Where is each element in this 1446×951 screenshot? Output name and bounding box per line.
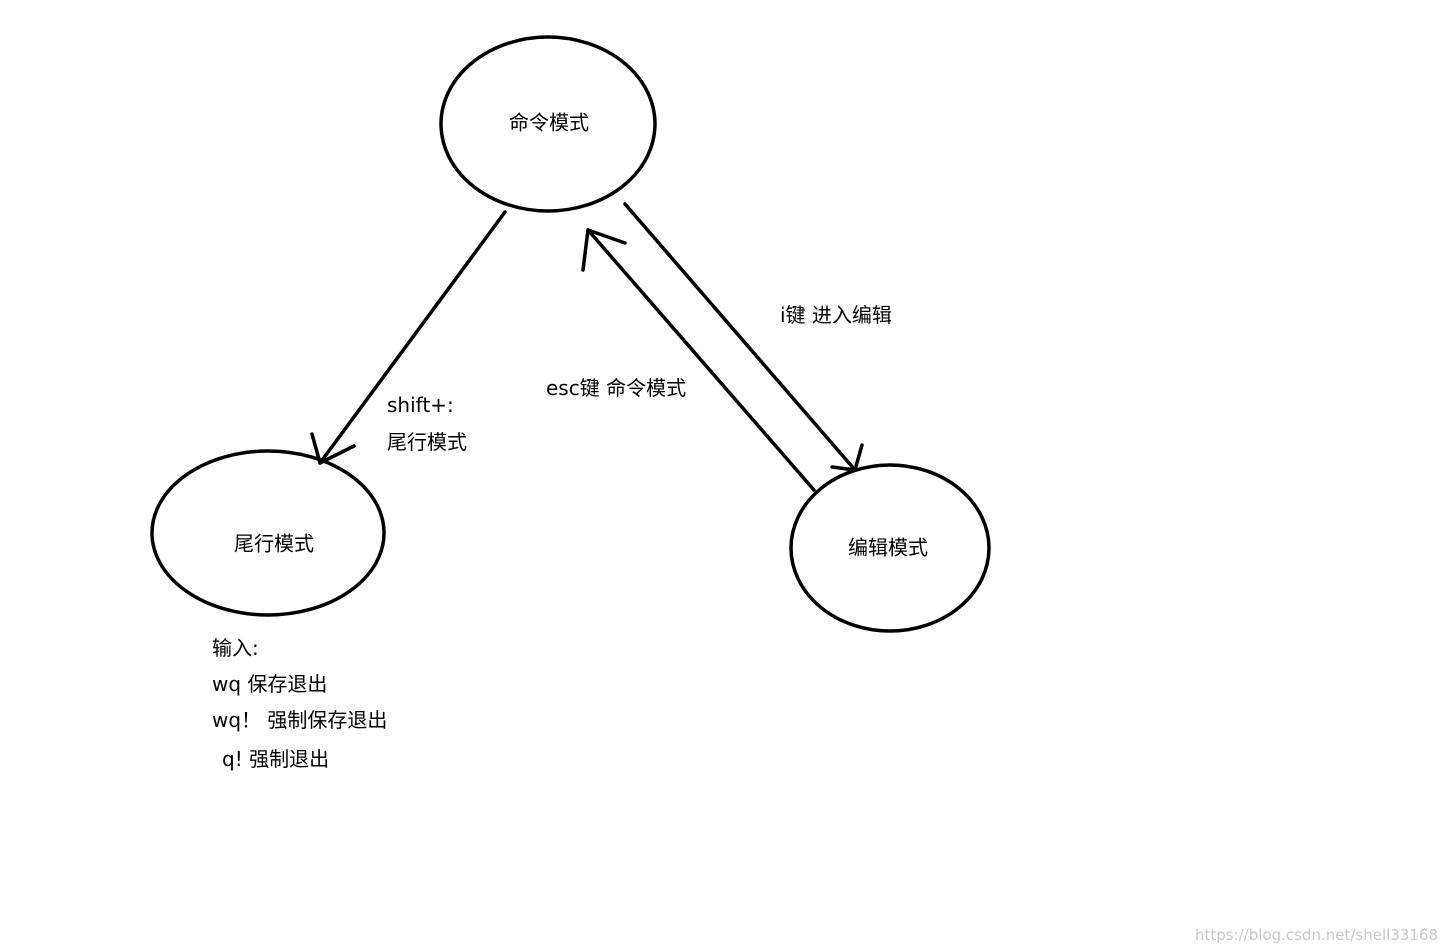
note-line-q-force: q! 强制退出 — [222, 747, 329, 771]
edge-label-shift-colon: shift+: — [387, 393, 454, 417]
edge-label-esc-key: esc键 命令模式 — [546, 376, 686, 400]
arrow-edit-to-command-head — [581, 228, 627, 272]
watermark-url: https://blog.csdn.net/shell33168 — [1195, 926, 1438, 944]
edge-label-last-line-mode: 尾行模式 — [387, 430, 467, 454]
node-last-line-mode-label: 尾行模式 — [234, 532, 314, 556]
node-command-mode-shape — [439, 35, 657, 213]
edge-label-i-key: i键 进入编辑 — [780, 303, 892, 327]
arrow-command-to-last-line — [310, 210, 507, 465]
arrow-command-to-last-line-head — [310, 432, 356, 465]
node-edit-mode: 编辑模式 — [789, 463, 991, 633]
note-line-wq-force: wq！ 强制保存退出 — [212, 708, 387, 732]
node-command-mode-label: 命令模式 — [509, 111, 589, 135]
arrow-command-to-edit-shaft — [623, 202, 857, 472]
note-line-wq: wq 保存退出 — [212, 672, 327, 696]
arrow-command-to-edit-head — [830, 443, 864, 472]
arrow-command-to-last-line-shaft — [318, 210, 507, 465]
arrow-edit-to-command — [581, 228, 816, 492]
note-heading: 输入: — [212, 636, 259, 660]
arrow-edit-to-command-shaft — [586, 228, 816, 492]
node-command-mode: 命令模式 — [439, 35, 657, 213]
arrow-command-to-edit — [623, 202, 864, 472]
node-edit-mode-shape — [789, 463, 991, 633]
node-last-line-mode: 尾行模式 — [150, 449, 386, 617]
node-last-line-mode-shape — [150, 449, 386, 617]
node-edit-mode-label: 编辑模式 — [848, 536, 928, 560]
